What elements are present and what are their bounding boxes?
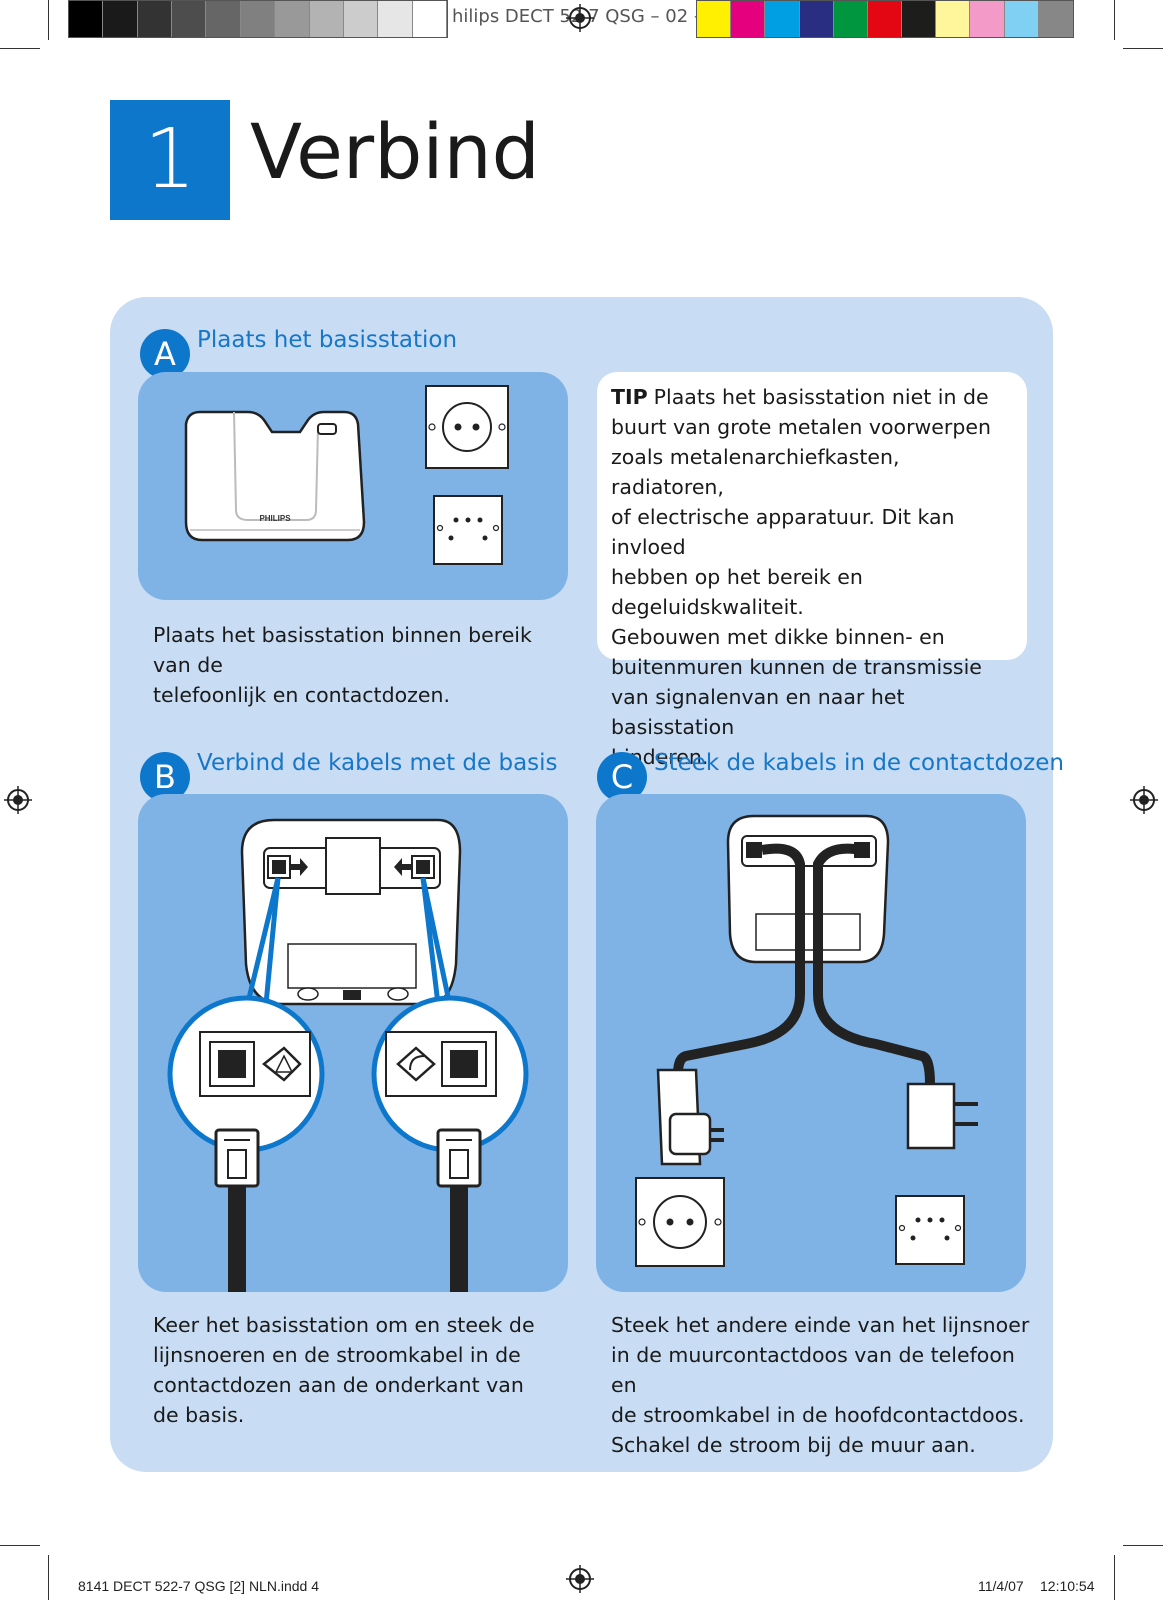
footer-filename: 8141 DECT 522-7 QSG [2] NLN.indd 4 bbox=[78, 1578, 319, 1594]
power-plug-icon bbox=[436, 1128, 482, 1292]
tip-line: zoals metalenarchiefkasten, radiatoren, bbox=[611, 445, 900, 499]
crop-mark bbox=[1114, 0, 1115, 40]
step-b-title: Verbind de kabels met de basis bbox=[197, 750, 558, 776]
phone-socket-icon bbox=[433, 495, 503, 565]
color-swatch bbox=[172, 1, 207, 37]
color-swatch bbox=[902, 1, 937, 37]
color-swatch bbox=[765, 1, 800, 37]
crop-mark bbox=[0, 1545, 40, 1546]
step-b-illustration bbox=[138, 794, 568, 1292]
registration-mark-icon bbox=[566, 1565, 594, 1593]
color-swatch bbox=[69, 1, 104, 37]
color-swatch bbox=[206, 1, 241, 37]
step-c-badge: C bbox=[597, 752, 647, 802]
power-port-zoom-icon bbox=[371, 995, 529, 1153]
base-brand-label: PHILIPS bbox=[259, 514, 291, 523]
footer-time: 12:10:54 bbox=[1040, 1578, 1095, 1594]
footer-date: 11/4/07 bbox=[978, 1578, 1024, 1594]
color-swatch bbox=[936, 1, 971, 37]
process-color-bar bbox=[696, 0, 1074, 38]
registration-mark-icon bbox=[4, 786, 32, 814]
step-c-illustration bbox=[596, 794, 1026, 1292]
crop-mark bbox=[48, 0, 49, 40]
caption-line: contactdozen aan de onderkant van bbox=[153, 1373, 524, 1397]
tip-label: TIP bbox=[611, 385, 648, 409]
crop-mark bbox=[1123, 48, 1163, 49]
step-c-caption: Steek het andere einde van het lijnsnoer… bbox=[611, 1310, 1031, 1460]
color-swatch bbox=[343, 1, 379, 37]
step-b-caption: Keer het basisstation om en steek de lij… bbox=[153, 1310, 573, 1430]
color-swatch bbox=[970, 1, 1005, 37]
color-swatch bbox=[799, 1, 834, 37]
line-port-zoom-icon bbox=[167, 995, 325, 1153]
caption-line: Plaats het basisstation binnen bereik va… bbox=[153, 623, 532, 677]
color-swatch bbox=[137, 1, 173, 37]
caption-line: in de muurcontactdoos van de telefoon en bbox=[611, 1343, 1015, 1397]
registration-mark-icon bbox=[566, 4, 594, 32]
step-c-title: Steek de kabels in de contactdozen bbox=[654, 750, 1064, 776]
phone-adapter-icon bbox=[906, 1082, 978, 1150]
color-swatch bbox=[103, 1, 138, 37]
step-a-title: Plaats het basisstation bbox=[197, 327, 458, 353]
color-swatch bbox=[731, 1, 766, 37]
caption-line: de stroomkabel in de hoofdcontactdoos. bbox=[611, 1403, 1025, 1427]
caption-line: Schakel de stroom bij de muur aan. bbox=[611, 1433, 976, 1457]
color-swatch bbox=[309, 1, 344, 37]
tip-line: buurt van grote metalen voorwerpen bbox=[611, 415, 991, 439]
crop-mark bbox=[0, 48, 40, 49]
caption-line: Keer het basisstation om en steek de bbox=[153, 1313, 535, 1337]
crop-mark bbox=[1123, 1545, 1163, 1546]
color-swatch bbox=[1004, 1, 1039, 37]
step-a-badge: A bbox=[140, 329, 190, 379]
tip-line: of electrische apparatuur. Dit kan invlo… bbox=[611, 505, 955, 559]
section-number: 1 bbox=[110, 100, 230, 220]
page-title: Verbind bbox=[250, 107, 540, 196]
tip-line: hebben op het bereik en degeluidskwalite… bbox=[611, 565, 863, 619]
color-swatch bbox=[867, 1, 903, 37]
crop-mark bbox=[1114, 1555, 1115, 1600]
step-b-badge: B bbox=[140, 752, 190, 802]
tip-line: van signalenvan en naar het basisstation bbox=[611, 685, 905, 739]
registration-mark-icon bbox=[1130, 786, 1158, 814]
caption-line: de basis. bbox=[153, 1403, 245, 1427]
phone-plug-icon bbox=[214, 1128, 260, 1292]
color-swatch bbox=[275, 1, 310, 37]
power-socket-icon bbox=[425, 385, 509, 469]
base-underside-icon bbox=[726, 814, 890, 964]
power-socket-icon bbox=[635, 1177, 725, 1267]
base-underside-icon bbox=[240, 818, 462, 1006]
crop-mark bbox=[48, 1555, 49, 1600]
tip-line: Gebouwen met dikke binnen- en bbox=[611, 625, 945, 649]
power-adapter-icon bbox=[656, 1068, 724, 1166]
step-a-caption: Plaats het basisstation binnen bereik va… bbox=[153, 620, 573, 710]
color-swatch bbox=[412, 1, 447, 37]
gray-color-bar bbox=[68, 0, 448, 38]
caption-line: Steek het andere einde van het lijnsnoer bbox=[611, 1313, 1030, 1337]
color-swatch bbox=[1038, 1, 1073, 37]
color-swatch bbox=[697, 1, 732, 37]
step-a-illustration: PHILIPS bbox=[138, 372, 568, 600]
color-swatch bbox=[240, 1, 276, 37]
caption-line: lijnsnoeren en de stroomkabel in de bbox=[153, 1343, 521, 1367]
caption-line: telefoonlijk en contactdozen. bbox=[153, 683, 450, 707]
color-swatch bbox=[833, 1, 868, 37]
base-station-icon bbox=[184, 410, 366, 542]
phone-socket-icon bbox=[895, 1195, 965, 1265]
color-swatch bbox=[378, 1, 413, 37]
tip-line: buitenmuren kunnen de transmissie bbox=[611, 655, 982, 679]
